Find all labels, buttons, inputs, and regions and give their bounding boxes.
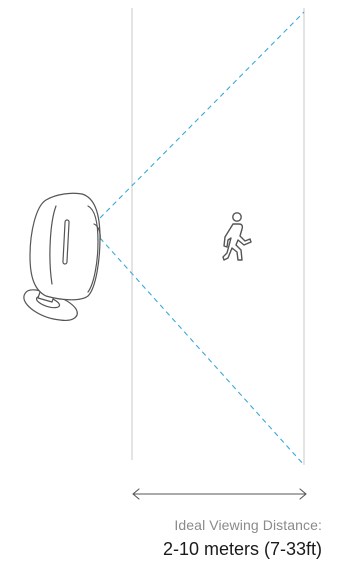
camera-icon (24, 193, 100, 320)
field-of-view-lower-line (100, 238, 304, 465)
walking-person-icon (223, 213, 251, 260)
viewing-distance-value: 2-10 meters (7-33ft) (163, 539, 322, 560)
double-arrow-icon (133, 489, 306, 499)
field-of-view-upper-line (100, 12, 304, 218)
viewing-distance-label: Ideal Viewing Distance: (174, 517, 322, 533)
